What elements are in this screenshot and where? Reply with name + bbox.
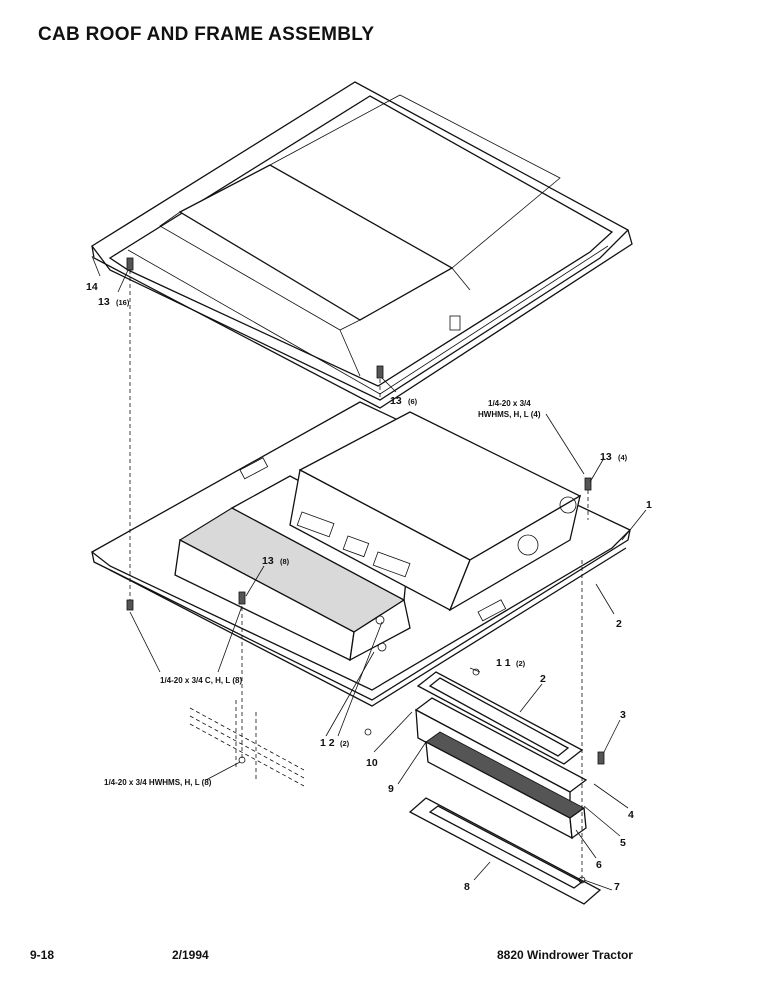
callout-3: 3 [620, 709, 626, 721]
callout-2: 2 [540, 673, 546, 685]
callout-qty: (6) [408, 397, 418, 406]
cab-frame [90, 401, 632, 707]
callout-12: 1 2 [320, 737, 335, 749]
hardware-notes: 1/4-20 x 3/4 HWHMS, H, L (4) 1/4-20 x 3/… [104, 399, 541, 787]
model-name: 8820 Windrower Tractor [497, 948, 633, 962]
callout-qty: (2) [340, 739, 350, 748]
callout-qty: (4) [618, 453, 628, 462]
cab-roof [91, 81, 633, 409]
fasteners [126, 257, 605, 884]
callout-13: 13 [600, 451, 612, 463]
callout-qty: (8) [280, 557, 290, 566]
callouts: 14 13 (16) 13 (6) 13 (4) 13 (8) 1 2 2 3 … [86, 281, 652, 893]
callout-qty: (16) [116, 298, 130, 307]
callout-13: 13 [390, 395, 402, 407]
hardware-note: 1/4-20 x 3/4 C, H, L (8) [160, 676, 242, 685]
callout-5: 5 [620, 837, 626, 849]
filter-element-item-6 [425, 731, 587, 840]
page-title: CAB ROOF AND FRAME ASSEMBLY [38, 24, 375, 45]
callout-7: 7 [614, 881, 620, 893]
callout-11: 1 1 [496, 657, 511, 669]
callout-14: 14 [86, 281, 98, 293]
callout-1: 1 [646, 499, 652, 511]
callout-qty: (2) [516, 659, 526, 668]
callout-8: 8 [464, 881, 470, 893]
cover-panel-item-8 [408, 797, 602, 905]
hardware-note: HWHMS, H, L (4) [478, 410, 541, 419]
callout-13: 13 [98, 296, 110, 308]
floor-section [189, 700, 305, 787]
callout-10: 10 [366, 757, 378, 769]
hardware-note: 1/4-20 x 3/4 [488, 399, 531, 408]
page-number: 9-18 [30, 948, 55, 962]
leader-lines [91, 255, 647, 891]
callout-6: 6 [596, 859, 602, 871]
alignment-lines [129, 270, 589, 880]
callout-4: 4 [628, 809, 634, 821]
publication-date: 2/1994 [172, 948, 209, 962]
hardware-note: 1/4-20 x 3/4 HWHMS, H, L (8) [104, 778, 212, 787]
callout-2: 2 [616, 618, 622, 630]
callout-9: 9 [388, 783, 394, 795]
callout-13: 13 [262, 555, 274, 567]
